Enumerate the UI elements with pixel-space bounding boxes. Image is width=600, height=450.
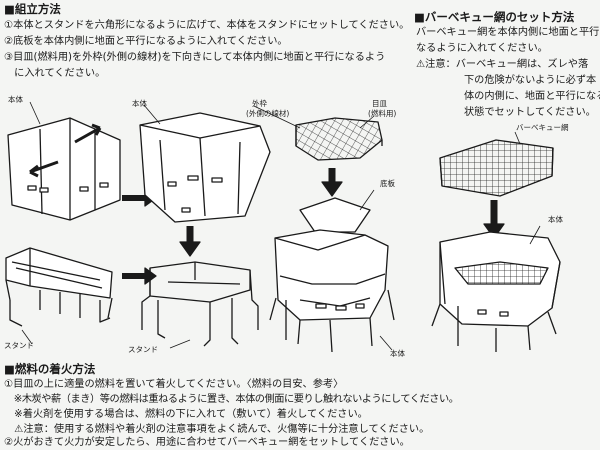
ignition-heading: ■燃料の着火方法: [4, 362, 96, 376]
label-grate: 目皿: [372, 99, 387, 108]
label-stand-1: スタンド: [4, 341, 34, 350]
label-outer-frame: 外枠: [252, 99, 267, 108]
assembly-heading: ■組立方法: [4, 2, 61, 16]
label-body-2: 本体: [132, 99, 147, 108]
label-outer-frame-sub: (外側の線材): [246, 109, 290, 118]
bbq-net-drawing: [439, 139, 554, 197]
ignition-line-4: ⚠注意：使用する燃料や着火剤の注意事項をよく読んで、火傷等に十分注意してください…: [4, 424, 430, 435]
assembly-step-1: ①本体とスタンドを六角形になるように広げて、本体をスタンドにセットしてください。: [4, 20, 410, 31]
label-body-4: 本体: [548, 215, 563, 224]
bbq-net-caution-1: ⚠注意：バーベキュー網は、ズレや落: [416, 59, 589, 70]
bbq-net-caution-2: 下の危険がないように必ず本: [464, 75, 597, 86]
label-grate-sub: (燃料用): [368, 109, 397, 118]
assembly-step-3-cont: に入れてください。: [4, 68, 106, 79]
assembly-step-2: ②底板を本体内側に地面と平行になるように入れてください。: [4, 36, 288, 47]
label-body-1: 本体: [8, 95, 23, 104]
open-body-drawing: [139, 112, 271, 223]
bbq-net-line-2: なるように入れてください。: [416, 43, 548, 54]
assembly-step-3: ③目皿(燃料用)を外枠(外側の線材)を下向きにして本体内側に地面と平行になるよう: [4, 52, 386, 63]
folded-stand-drawing: [5, 247, 113, 327]
open-stand-drawing: [141, 261, 259, 347]
label-body-3: 本体: [390, 349, 405, 358]
ignition-line-2: ※木炭や薪（まき）等の燃料は重ねるように置き、本体の側面に要りし触れないようにし…: [4, 394, 459, 405]
label-stand-2: スタンド: [128, 345, 158, 354]
folded-body-drawing: [7, 117, 121, 221]
body-with-net-drawing: [431, 231, 561, 352]
assembled-body-drawing: [269, 229, 395, 353]
ignition-line-5: ②火がおきて火力が安定したら、用途に合わせてバーベキュー網をセットしてください。: [4, 437, 410, 448]
bbq-net-caution-4: 状態でセットしてください。: [464, 107, 596, 118]
grate-drawing: [295, 117, 383, 161]
ignition-line-3: ※着火剤を使用する場合は、燃料の下に入れて（敷いて）着火してください。: [4, 409, 368, 420]
label-bbq-net: バーベキュー網: [516, 123, 569, 132]
ignition-line-1: ①目皿の上に適量の燃料を置いて着火してください。〈燃料の目安、参考〉: [4, 379, 344, 390]
label-bottom-plate: 底板: [380, 179, 395, 188]
bbq-net-caution-3: 体の内側に、地面と平行になる: [464, 91, 600, 102]
bbq-net-heading: ■バーベキュー網のセット方法: [414, 10, 575, 24]
bbq-net-line-1: バーベキュー網を本体内側に地面と平行に: [416, 27, 600, 38]
bottom-plate-drawing: [299, 197, 371, 233]
